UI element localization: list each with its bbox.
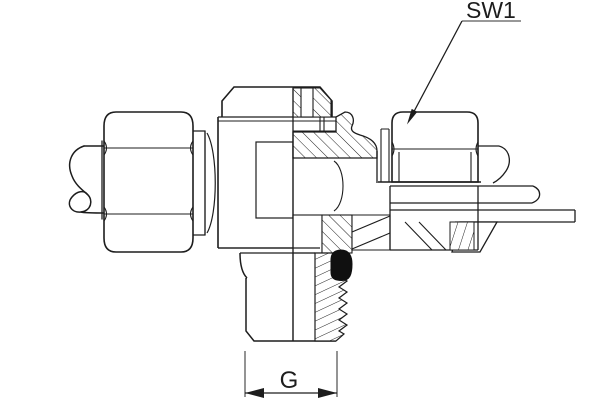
- right-port: [376, 111, 576, 253]
- thread-runout-lines: [404, 221, 447, 251]
- lower-counterbore: [292, 214, 323, 254]
- sw1-leader-arrowhead: [407, 108, 418, 125]
- left-nut-vertex-arcs: [103, 140, 194, 222]
- sw1-callout: SW1: [407, 0, 521, 125]
- flange-nose-hatch: [292, 111, 378, 159]
- compression-sleeve: [193, 130, 216, 236]
- bore-seat-arc: [333, 160, 344, 212]
- right-nut-vertex-arcs: [391, 141, 479, 157]
- olive-arc: [206, 132, 216, 234]
- tube-break-curve: [68, 145, 88, 195]
- lower-section-hatch: [321, 214, 353, 254]
- upper-band-verticals: [319, 117, 325, 131]
- tube-bottom-edge: [80, 211, 107, 214]
- tube-break-loop: [68, 190, 92, 213]
- cap-thread-channel: [300, 87, 314, 118]
- g-label: G: [280, 367, 299, 394]
- right-nut-outline: [391, 111, 479, 183]
- collar-break: [531, 185, 541, 204]
- sw1-leader-line: [409, 20, 463, 120]
- port-thread-hatch: [449, 221, 475, 251]
- sw1-label: SW1: [466, 0, 516, 23]
- stud-outline: [245, 277, 336, 342]
- right-washer: [380, 128, 390, 182]
- bottom-stud: [218, 247, 353, 342]
- right-tube-break: [492, 145, 510, 184]
- lower-passage: [351, 214, 391, 251]
- seal-ring: [330, 249, 353, 281]
- g-arrowhead-left: [245, 388, 264, 398]
- body-window: [255, 141, 294, 219]
- body-section: [292, 87, 391, 341]
- g-arrowhead-right: [318, 388, 337, 398]
- left-nut-outline: [103, 111, 194, 253]
- lower-passage-diagonals: [351, 215, 391, 250]
- right-nut-face-edges: [398, 152, 472, 182]
- left-nut: [103, 111, 194, 253]
- left-tube-assembly: [68, 140, 107, 220]
- flange-left-corner: [239, 252, 248, 279]
- g-dimension: G: [244, 351, 338, 398]
